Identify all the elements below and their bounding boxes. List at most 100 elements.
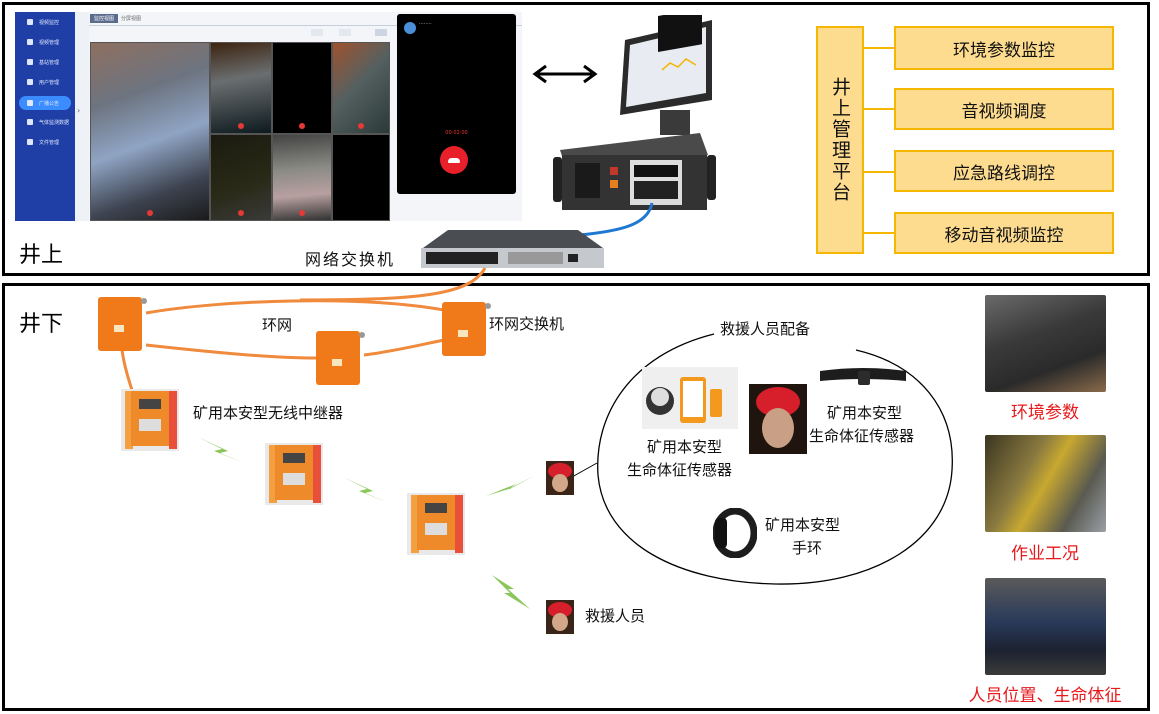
video-cell[interactable] (210, 42, 272, 134)
wireless-signal-icon (198, 437, 244, 463)
network-cable (579, 202, 654, 237)
server-workstation-image (553, 15, 716, 210)
network-switch-label: 网络交换机 (305, 250, 396, 269)
wireless-repeater (121, 389, 179, 451)
sidebar-item-label: 视频管理 (39, 39, 60, 46)
tab-monitor-view[interactable]: 监控视图 (90, 14, 119, 23)
sidebar-item-video-manage[interactable]: 视频管理 (19, 36, 71, 48)
underground-label: 井下 (19, 312, 64, 337)
camera-icon (27, 19, 33, 25)
video-cell[interactable] (272, 134, 332, 221)
rescuer-avatar (546, 600, 574, 634)
sidebar-item-label: 基站管理 (39, 59, 60, 66)
connector-line (864, 232, 896, 234)
rescue-equipment-group (597, 333, 953, 585)
sidebar-item-files[interactable]: 文件管理 (19, 136, 71, 148)
bracelet-label-line2: 手环 (792, 539, 823, 557)
environment-label: 环境参数 (1011, 403, 1079, 423)
voice-call-panel: ········ 00:02:00 (397, 14, 516, 194)
video-cell[interactable] (272, 42, 332, 134)
ring-switch-box (442, 302, 491, 356)
wireless-signal-icon (486, 476, 534, 496)
sidebar-item-gas-data[interactable]: 气体监测数据 (19, 116, 71, 128)
tab-split-view[interactable]: 分屏视图 (121, 16, 142, 22)
phone-hangup-icon (448, 157, 460, 163)
smart-bracelet (713, 508, 757, 558)
rescue-equipment-title: 救援人员配备 (720, 320, 811, 338)
layout-4-button[interactable] (339, 29, 351, 36)
ring-switch-label: 环网交换机 (489, 315, 565, 333)
record-icon[interactable] (238, 123, 244, 129)
call-timer: 00:02:00 (445, 130, 468, 136)
chest-strap-sensor (820, 368, 906, 385)
connector-line (864, 171, 896, 173)
video-grid (90, 42, 390, 221)
sidebar-item-label: 文件管理 (39, 139, 60, 146)
video-cell-empty (332, 134, 390, 221)
video-cell[interactable] (332, 42, 390, 134)
wireless-signal-icon (343, 477, 389, 503)
chest-sensor-label-line1: 矿用本安型 (827, 404, 903, 422)
vital-sensor-label-line1: 矿用本安型 (647, 438, 723, 456)
location-icon (27, 59, 33, 65)
ring-network-label: 环网 (262, 316, 293, 334)
video-cell[interactable] (210, 134, 272, 221)
hangup-button[interactable] (440, 146, 468, 174)
sidebar-item-label: 广播公告 (39, 100, 60, 107)
network-switch-image (421, 230, 604, 268)
sidebar-item-users[interactable]: 用户管理 (19, 76, 71, 88)
document-icon (27, 119, 33, 125)
record-icon[interactable] (299, 210, 305, 216)
wireless-repeater-label: 矿用本安型无线中继器 (193, 404, 344, 422)
wireless-repeater (407, 493, 465, 555)
platform-title: 井上管理平台 (829, 77, 851, 203)
underground-panel: 井下 (2, 283, 1150, 711)
ring-switch-box (98, 297, 147, 351)
record-icon[interactable] (238, 210, 244, 216)
connector-line (864, 47, 896, 49)
connector-line (864, 108, 896, 110)
caller-avatar (404, 22, 416, 34)
bidirectional-arrow-icon (532, 64, 598, 84)
sidebar-item-label: 气体监测数据 (39, 119, 70, 126)
personnel-photo (985, 578, 1106, 675)
sidebar-item-video-monitor[interactable]: 视频监控 (19, 16, 71, 28)
function-box-mobile-av: 移动音视频监控 (894, 212, 1114, 254)
user-icon (27, 79, 33, 85)
personnel-label: 人员位置、生命体征 (968, 686, 1122, 706)
function-box-env-monitor: 环境参数监控 (894, 26, 1114, 70)
vital-sign-sensor-device (642, 367, 738, 429)
sidebar-item-label: 用户管理 (39, 79, 60, 86)
sidebar-item-base-station[interactable]: 基站管理 (19, 56, 71, 68)
rescuer-portrait (749, 384, 807, 454)
vital-sensor-label-line2: 生命体征传感器 (627, 461, 733, 479)
layout-1-button[interactable] (311, 29, 323, 36)
megaphone-icon (27, 100, 33, 106)
platform-title-box: 井上管理平台 (816, 26, 864, 254)
wireless-signal-icon (492, 575, 530, 609)
surface-label: 井上 (19, 243, 64, 268)
work-condition-label: 作业工况 (1011, 544, 1079, 564)
environment-photo (985, 295, 1106, 392)
wireless-repeater (265, 443, 323, 505)
record-icon[interactable] (147, 210, 153, 216)
sidebar-item-broadcast[interactable]: 广播公告 (19, 96, 71, 110)
function-box-av-dispatch: 音视频调度 (894, 88, 1114, 130)
sidebar-item-label: 视频监控 (39, 19, 60, 26)
rescuer-avatar (546, 461, 574, 495)
ring-switch-box (316, 331, 365, 385)
rescuer-label: 救援人员 (585, 607, 646, 625)
work-condition-photo (985, 435, 1106, 532)
layout-9-button[interactable] (375, 29, 387, 36)
grid-icon (27, 39, 33, 45)
caller-name: ········ (419, 21, 432, 27)
function-box-emergency-route: 应急路线调控 (894, 150, 1114, 192)
video-cell[interactable] (90, 42, 210, 221)
folder-icon (27, 139, 33, 145)
record-icon[interactable] (299, 123, 305, 129)
record-icon[interactable] (358, 123, 364, 129)
bracelet-label-line1: 矿用本安型 (765, 516, 841, 534)
chest-sensor-label-line2: 生命体征传感器 (809, 427, 915, 445)
collapse-sidebar-icon[interactable]: › (77, 106, 81, 115)
